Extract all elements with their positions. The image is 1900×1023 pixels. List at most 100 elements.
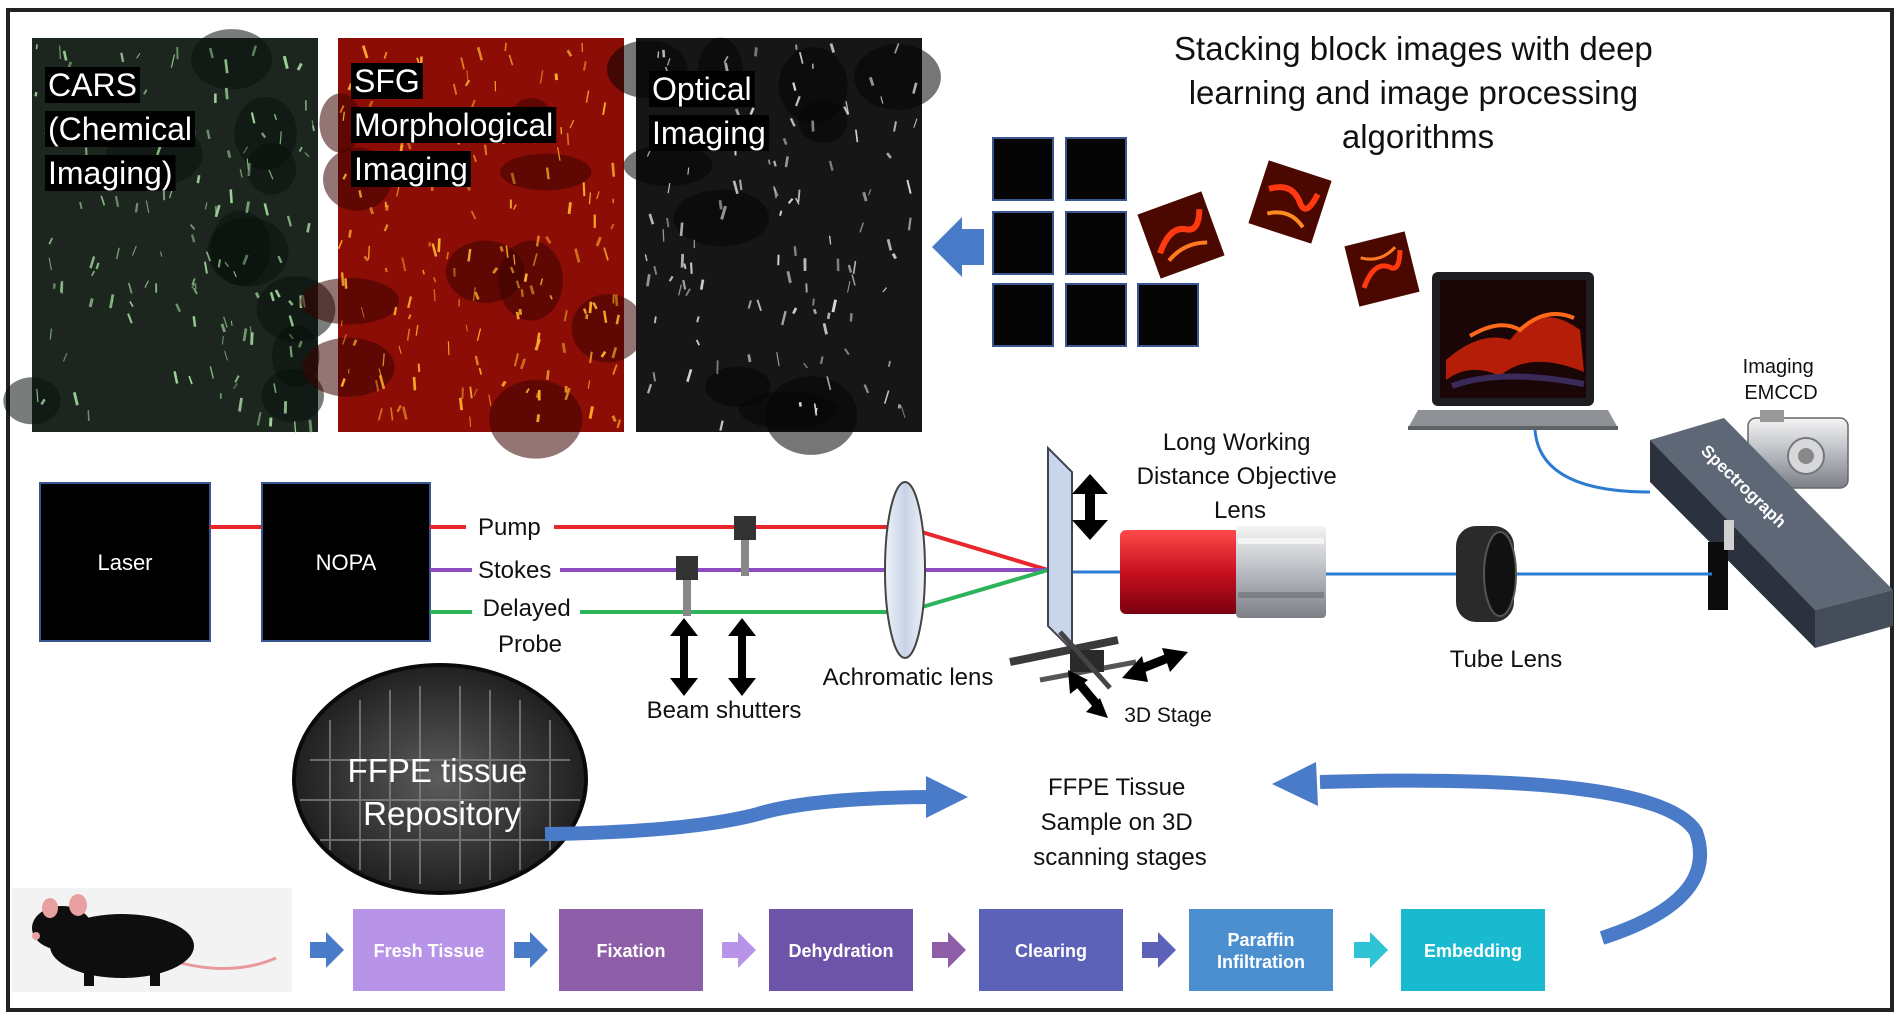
optical-texture-streak — [769, 160, 770, 165]
pipeline-step-label: Fixation — [596, 941, 665, 961]
sfg-texture-streak — [590, 302, 591, 313]
sfg-texture-blob — [500, 154, 591, 191]
cars-texture-streak — [36, 92, 37, 96]
tube-lens-label: Tube Lens — [1450, 646, 1563, 673]
pipeline-arrow — [932, 932, 966, 968]
optical-texture-streak — [663, 50, 664, 58]
sfg-texture-streak — [568, 133, 569, 145]
cars-texture-streak — [249, 163, 250, 176]
sfg-texture-streak — [563, 343, 565, 353]
sfg-texture-streak — [613, 163, 614, 177]
laptop — [1408, 272, 1618, 430]
optical-texture-streak — [800, 402, 801, 406]
optical-texture-blob — [623, 145, 712, 186]
sfg-texture-streak — [345, 278, 346, 288]
sfg-label-line: SFG — [354, 63, 420, 99]
optical-label-line: Imaging — [652, 115, 766, 151]
optical-texture-blob — [854, 44, 941, 110]
sample-slide — [1048, 448, 1072, 650]
tube-lens — [1456, 526, 1516, 622]
pipeline-step-label: Dehydration — [788, 941, 893, 961]
laptop-cable — [1535, 430, 1650, 492]
repository-to-sample-arrow — [545, 776, 968, 834]
sfg-texture-streak — [448, 341, 449, 355]
pipeline-arrow — [310, 932, 344, 968]
pump-label: Pump — [478, 514, 541, 541]
sfg-texture-streak — [547, 370, 548, 379]
sfg-texture-streak — [371, 207, 373, 214]
stokes-label: Stokes — [478, 557, 551, 584]
sample-label: FFPE Tissue Sample on 3D scanning stages — [1033, 774, 1206, 871]
floating-tile-2 — [1248, 160, 1331, 243]
sfg-texture-blob — [300, 278, 399, 325]
pipeline-step-label: Paraffin — [1227, 930, 1294, 950]
cars-texture-blob — [191, 29, 272, 89]
cars-texture-streak — [54, 283, 55, 288]
optical-texture-streak — [813, 299, 814, 306]
sfg-texture-streak — [522, 289, 523, 296]
cars-texture-streak — [61, 283, 62, 292]
sfg-texture-streak — [556, 74, 557, 81]
3d-stage-label: 3D Stage — [1124, 704, 1212, 727]
optical-texture-streak — [851, 313, 852, 321]
cars-texture-streak — [195, 284, 196, 290]
pipeline-arrow — [722, 932, 756, 968]
cars-texture-streak — [60, 46, 61, 59]
optical-texture-blob — [798, 100, 847, 143]
stack-to-panels-arrow — [932, 217, 984, 277]
cars-texture-streak — [88, 410, 89, 421]
optical-texture-streak — [813, 121, 814, 132]
optical-texture-blob — [739, 391, 837, 429]
cars-texture-blob — [207, 217, 288, 286]
optical-texture-streak — [663, 229, 664, 241]
sfg-texture-streak — [434, 289, 435, 301]
sfg-texture-streak — [485, 145, 486, 155]
cars-label-line: (Chemical — [48, 111, 192, 147]
mouse-image — [12, 888, 292, 992]
sfg-texture-streak — [342, 272, 343, 285]
achromatic-lens — [885, 482, 925, 658]
optical-texture-streak — [647, 274, 649, 286]
sfg-texture-streak — [369, 246, 370, 259]
sfg-texture-streak — [547, 168, 548, 180]
camera-label: Imaging EMCCD — [1743, 356, 1820, 404]
optical-texture-streak — [720, 200, 721, 209]
optical-texture-streak — [682, 254, 683, 268]
stacking-caption: Stacking block images with deep learning… — [1174, 30, 1662, 155]
cars-texture-streak — [231, 189, 232, 203]
optical-texture-streak — [821, 356, 823, 363]
cars-texture-streak — [231, 321, 232, 326]
sfg-texture-streak — [414, 377, 415, 390]
sfg-texture-streak — [386, 268, 387, 272]
cars-texture-streak — [226, 88, 227, 99]
nopa-box: NOPA — [262, 483, 430, 641]
pipeline-step-label: Fresh Tissue — [374, 941, 485, 961]
cars-texture-streak — [198, 175, 199, 183]
floating-tile-3 — [1344, 231, 1419, 306]
probe-label: Delayed Probe — [483, 595, 578, 658]
sfg-texture-streak — [537, 393, 539, 398]
sfg-texture-streak — [520, 309, 521, 315]
optical-texture-streak — [684, 264, 685, 269]
optical-texture-streak — [786, 156, 788, 167]
sfg-texture-streak — [395, 307, 397, 315]
laser-label: Laser — [97, 550, 152, 575]
sfg-texture-streak — [469, 249, 471, 261]
sfg-texture-streak — [349, 230, 350, 238]
nopa-label: NOPA — [316, 550, 377, 575]
sfg-texture-streak — [525, 274, 526, 282]
sfg-texture-streak — [538, 414, 539, 422]
shutter-arrows — [670, 618, 756, 696]
pipeline-arrow — [1354, 932, 1388, 968]
sfg-texture-streak — [439, 238, 440, 252]
pipeline-step-box — [1188, 908, 1334, 992]
shutter-stokes — [676, 556, 698, 616]
optical-texture-streak — [681, 223, 682, 236]
sfg-texture-streak — [569, 202, 570, 214]
optical-texture-streak — [755, 47, 756, 56]
